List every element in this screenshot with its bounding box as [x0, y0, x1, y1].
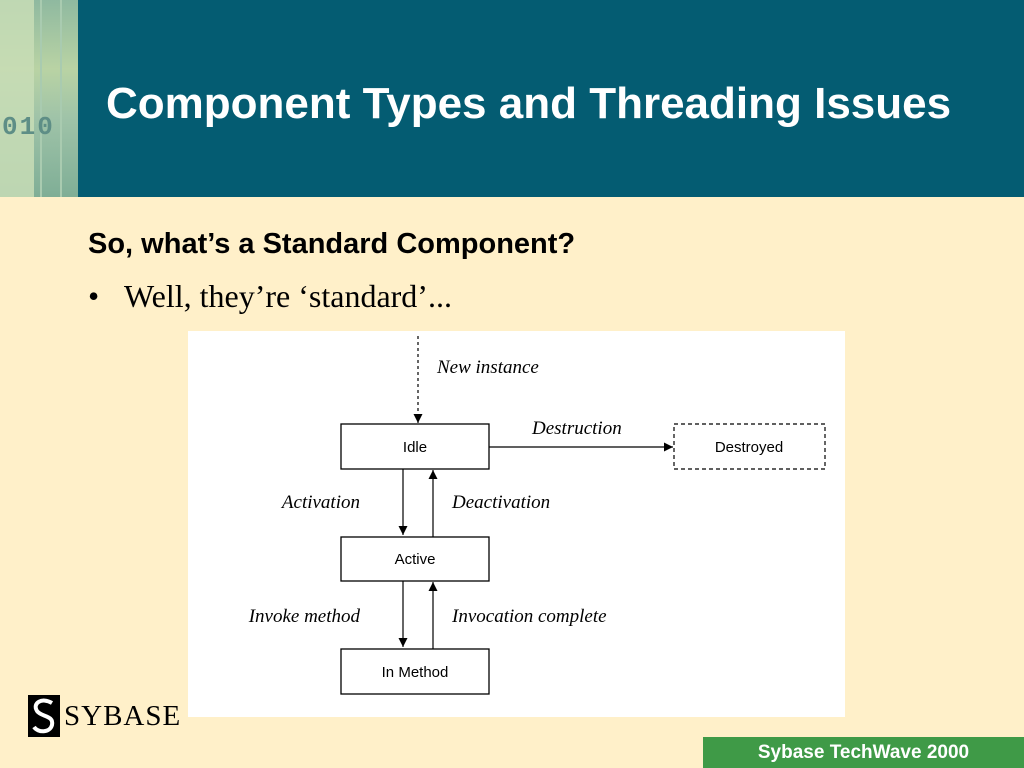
bullet-text: Well, they’re ‘standard’... [124, 278, 452, 314]
techwave-badge: Sybase TechWave 2000 [703, 737, 1024, 768]
slide-header: 010 Component Types and Threading Issues [0, 0, 1024, 197]
header-decorative-art: 010 [0, 0, 78, 197]
state-idle-label: Idle [403, 439, 427, 456]
state-diagram-svg: New instance Idle Destruction Destroyed … [248, 336, 826, 695]
label-activation: Activation [280, 492, 360, 513]
slide-title: Component Types and Threading Issues [106, 79, 952, 128]
label-destruction: Destruction [531, 418, 622, 439]
label-invoke-method: Invoke method [248, 606, 361, 627]
header-art-digits: 010 [2, 112, 55, 142]
state-in-method-label: In Method [382, 664, 449, 681]
state-active-box [340, 536, 490, 582]
bullet-item: • Well, they’re ‘standard’... [88, 278, 452, 315]
state-in-method-box [340, 648, 490, 695]
state-active-label: Active [395, 551, 436, 568]
state-destroyed-box [673, 423, 826, 470]
sybase-logo-icon [28, 695, 60, 737]
label-new-instance: New instance [436, 357, 539, 378]
state-destroyed-label: Destroyed [715, 439, 783, 456]
sybase-logo: SYBASE [28, 692, 181, 740]
bullet-icon: • [88, 278, 100, 314]
slide-subtitle: So, what’s a Standard Component? [88, 228, 576, 260]
sybase-logo-text: SYBASE [64, 699, 182, 732]
state-diagram: New instance Idle Destruction Destroyed … [188, 331, 845, 717]
label-deactivation: Deactivation [451, 492, 550, 513]
label-invocation-complete: Invocation complete [451, 606, 607, 627]
